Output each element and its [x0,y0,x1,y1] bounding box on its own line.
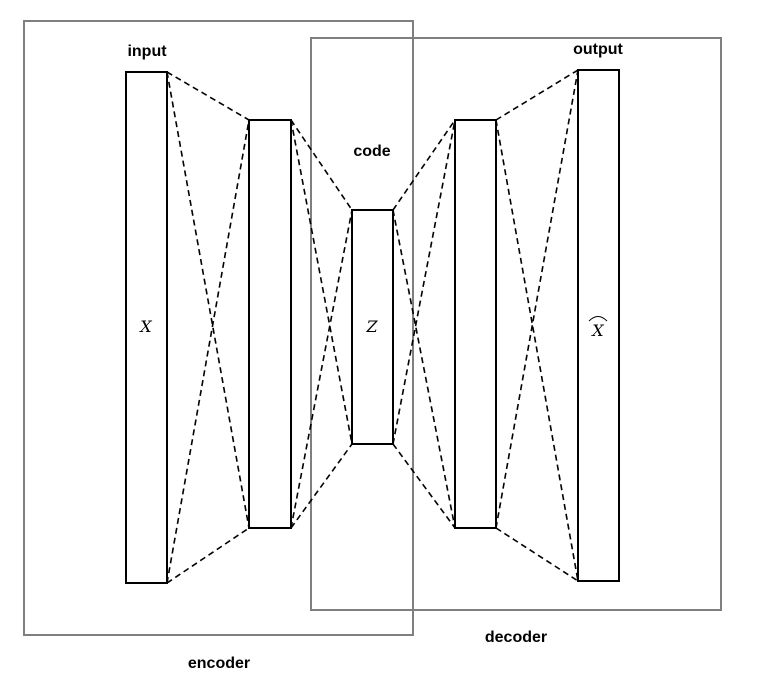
connection-line [290,119,353,211]
connection-line [166,527,250,584]
encoder-box [23,20,414,636]
input-layer [125,71,168,584]
connection-line [495,69,579,529]
input-label: input [127,43,167,60]
connection-line [392,119,456,211]
connection-line [166,119,250,584]
encoder-hidden-layer [248,119,292,529]
connections [166,69,579,584]
output-label: output [573,41,623,58]
output-layer [577,69,620,582]
connection-line [392,209,456,529]
connection-line [290,209,353,529]
connection-line [392,119,456,445]
encoder-label: encoder [188,655,250,672]
code-symbol: Z [365,317,378,336]
decoder-label: decoder [485,629,547,646]
input-symbol: X [138,317,152,336]
connection-line [495,119,579,582]
code-layer [351,209,394,445]
connection-line [392,443,456,529]
code-label: code [353,143,390,160]
connection-line [166,71,250,121]
decoder-hidden-layer [454,119,497,529]
connection-line [166,71,250,529]
decoder-box [310,37,722,611]
connection-line [290,119,353,445]
connection-line [495,69,579,121]
connection-line [495,527,579,582]
connection-line [290,443,353,529]
output-symbol-hat [588,316,608,322]
output-symbol: X [590,321,604,340]
